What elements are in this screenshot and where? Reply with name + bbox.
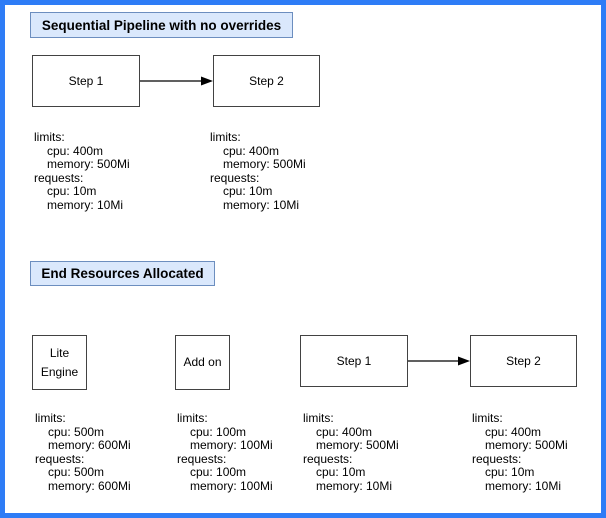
resource-line: limits: xyxy=(35,411,66,425)
node-add-on-label: Add on xyxy=(183,355,222,370)
node-lite-engine-label: Lite Engine xyxy=(40,345,79,379)
resource-line: memory: 100Mi xyxy=(190,438,273,452)
node-step2-section2: Step 2 xyxy=(470,335,577,387)
resource-line: limits: xyxy=(177,411,208,425)
node-step1-section1-label: Step 1 xyxy=(68,73,104,88)
node-add-on: Add on xyxy=(175,335,230,390)
resource-line: memory: 500Mi xyxy=(223,157,306,171)
resources-step1-section1: limits: cpu: 400m memory: 500Mi requests… xyxy=(34,130,130,212)
resource-line: memory: 100Mi xyxy=(190,478,273,493)
resources-step2-section1: limits: cpu: 400m memory: 500Mi requests… xyxy=(210,130,306,212)
resource-line: limits: xyxy=(303,411,334,425)
resource-line: memory: 10Mi xyxy=(485,478,562,493)
resource-line: memory: 10Mi xyxy=(223,197,300,212)
resource-line: requests: xyxy=(34,170,84,185)
resource-line: memory: 10Mi xyxy=(316,478,393,493)
section-title-sequential-pipeline: Sequential Pipeline with no overrides xyxy=(30,12,293,38)
resources-step1-section2: limits: cpu: 400m memory: 500Mi requests… xyxy=(303,411,399,493)
resource-line: memory: 500Mi xyxy=(485,438,568,452)
resource-line: limits: xyxy=(34,130,65,144)
resource-line: requests: xyxy=(210,170,260,185)
resources-add-on: limits: cpu: 100m memory: 100Mi requests… xyxy=(177,411,273,493)
resource-line: cpu: 10m xyxy=(316,465,366,479)
resource-line: memory: 10Mi xyxy=(47,197,124,212)
resource-line: limits: xyxy=(210,130,241,144)
node-step2-section1-label: Step 2 xyxy=(249,73,284,88)
resource-line: cpu: 500m xyxy=(48,424,105,439)
arrow-step1-to-step2-section1 xyxy=(140,76,213,86)
resource-line: memory: 600Mi xyxy=(48,438,131,452)
resource-line: cpu: 10m xyxy=(223,184,273,198)
node-step1-section2-label: Step 1 xyxy=(336,353,372,368)
node-step2-section2-label: Step 2 xyxy=(506,353,541,368)
resource-line: memory: 600Mi xyxy=(48,478,131,493)
resource-line: requests: xyxy=(472,451,522,466)
node-step2-section1: Step 2 xyxy=(213,55,320,107)
resource-line: cpu: 100m xyxy=(190,465,247,479)
resource-line: cpu: 100m xyxy=(190,424,247,439)
resource-line: memory: 500Mi xyxy=(316,438,399,452)
resource-line: cpu: 400m xyxy=(316,424,373,439)
resource-line: cpu: 400m xyxy=(47,143,104,158)
section-title-end-resources: End Resources Allocated xyxy=(30,261,215,286)
resource-line: cpu: 400m xyxy=(485,424,542,439)
resource-line: cpu: 400m xyxy=(223,143,280,158)
node-lite-engine: Lite Engine xyxy=(32,335,87,390)
resources-step2-section2: limits: cpu: 400m memory: 500Mi requests… xyxy=(472,411,568,493)
resource-line: requests: xyxy=(177,451,227,466)
resource-line: limits: xyxy=(472,411,503,425)
resource-line: memory: 500Mi xyxy=(47,157,130,171)
resource-line: requests: xyxy=(35,451,85,466)
resource-line: requests: xyxy=(303,451,353,466)
node-step1-section2: Step 1 xyxy=(300,335,408,387)
resources-lite-engine: limits: cpu: 500m memory: 600Mi requests… xyxy=(35,411,131,493)
arrow-step1-to-step2-section2 xyxy=(408,356,470,366)
resource-line: cpu: 10m xyxy=(485,465,535,479)
resource-line: cpu: 500m xyxy=(48,465,105,479)
resource-line: cpu: 10m xyxy=(47,184,97,198)
node-step1-section1: Step 1 xyxy=(32,55,140,107)
